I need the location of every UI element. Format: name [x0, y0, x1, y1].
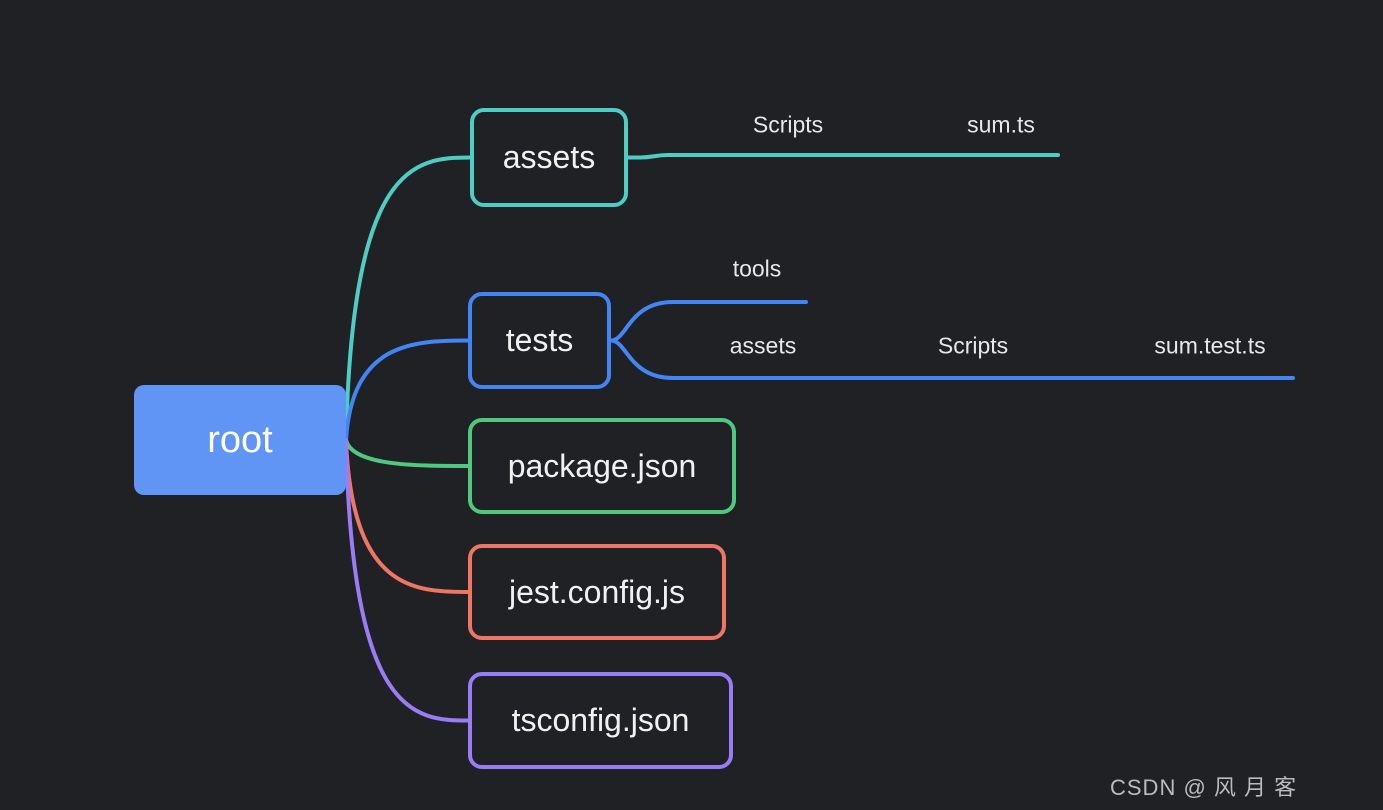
edge-label: Scripts	[752, 111, 824, 138]
mindmap-edge	[344, 155, 472, 442]
edge-label: tools	[732, 255, 782, 282]
node-label: jest.config.js	[508, 573, 686, 610]
mindmap-edge	[609, 338, 1295, 380]
node-tsconfig-json[interactable]: tsconfig.json	[468, 672, 733, 769]
node-label: assets	[502, 139, 596, 175]
mindmap-edge	[344, 438, 470, 468]
node-jest-config-js[interactable]: jest.config.js	[468, 544, 726, 640]
node-assets[interactable]: assets	[470, 108, 628, 207]
mindmap-edge	[626, 153, 1060, 160]
edge-label: assets	[729, 332, 797, 359]
mindmap-edge	[344, 438, 470, 594]
edge-label: Scripts	[937, 332, 1009, 359]
mindmap-edge	[344, 338, 470, 442]
node-root[interactable]: root	[134, 385, 346, 495]
node-label: tsconfig.json	[511, 702, 690, 738]
node-label: tests	[505, 322, 574, 358]
node-package-json[interactable]: package.json	[468, 418, 736, 514]
node-label: root	[207, 418, 273, 461]
mindmap-edge	[344, 438, 470, 723]
watermark-text: CSDN @ 风 月 客	[1110, 775, 1298, 800]
edge-label: sum.test.ts	[1154, 332, 1266, 359]
node-tests[interactable]: tests	[468, 292, 611, 389]
node-label: package.json	[507, 447, 697, 484]
edge-label: sum.ts	[967, 111, 1035, 138]
mindmap-edge	[609, 300, 808, 343]
